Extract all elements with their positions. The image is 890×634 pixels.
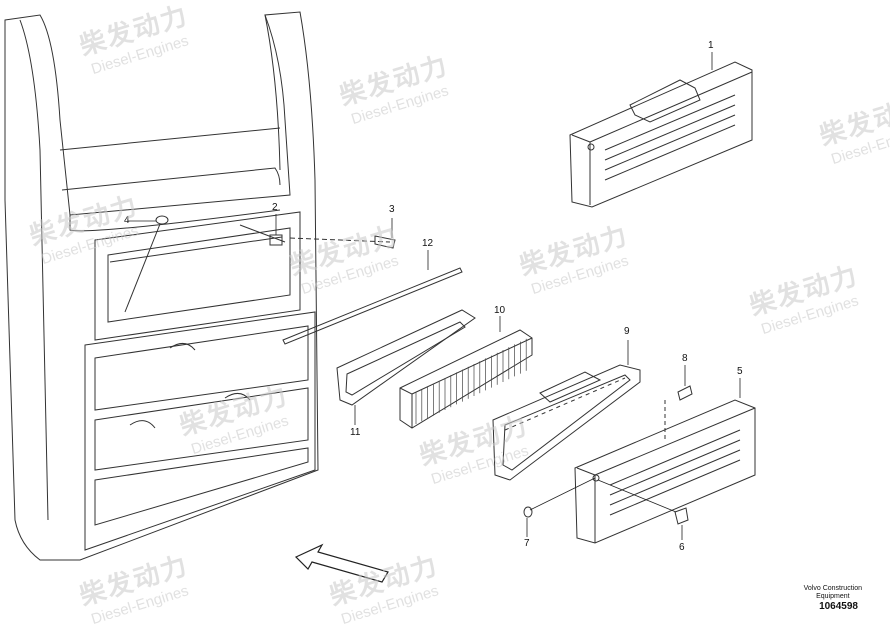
- callout-3: 3: [389, 204, 395, 215]
- cab-wall: [4, 11, 319, 561]
- callout-2: 2: [272, 202, 278, 213]
- footer-line2: Equipment: [816, 593, 850, 600]
- callout-6: 6: [679, 542, 685, 553]
- callout-10: 10: [494, 305, 506, 316]
- part-7-washer: [523, 506, 533, 518]
- part-8-screw: [664, 385, 693, 442]
- callout-7: 7: [524, 538, 530, 549]
- callout-12: 12: [422, 238, 434, 249]
- footer-code: 1064598: [819, 601, 858, 612]
- part-6-nut: [674, 507, 689, 525]
- callout-5: 5: [737, 366, 743, 377]
- footer-brand: Volvo Construction Equipment: [804, 585, 862, 601]
- callout-8: 8: [682, 353, 688, 364]
- leader-lines: [128, 52, 741, 540]
- callout-1: 1: [708, 40, 714, 51]
- part-12-rod: [282, 267, 463, 345]
- part-4-pin: [124, 215, 169, 313]
- footer-line1: Volvo Construction: [803, 585, 862, 592]
- part-11-seal: [336, 309, 476, 406]
- callout-9: 9: [624, 326, 630, 337]
- part-9-frame: [492, 364, 641, 481]
- callout-4: 4: [124, 215, 130, 226]
- callout-11: 11: [350, 427, 361, 438]
- part-10-filter: [399, 329, 533, 429]
- part-3-screw: [289, 235, 396, 249]
- part-5-cover: [574, 399, 756, 544]
- part-1-cover: [569, 61, 753, 208]
- direction-arrow: [294, 543, 389, 583]
